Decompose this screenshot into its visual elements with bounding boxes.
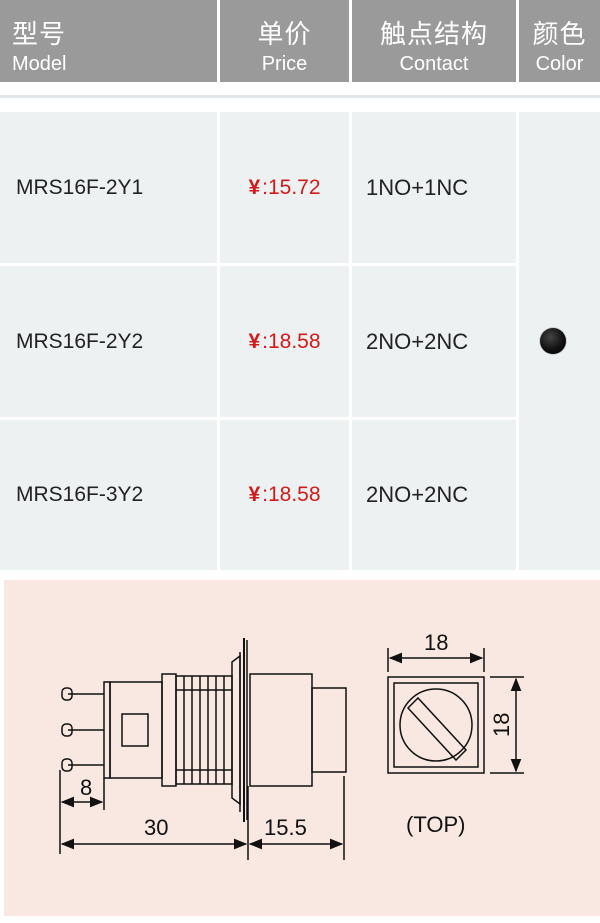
model-cell: MRS16F-3Y2 xyxy=(0,420,217,570)
header-color: 颜色 Color xyxy=(519,0,600,82)
header-price-en: Price xyxy=(261,53,308,75)
contact-cell: 1NO+1NC xyxy=(352,112,516,263)
model-cell: MRS16F-2Y1 xyxy=(0,112,217,263)
product-table: MRS16F-2Y1 ¥ :15.72 1NO+1NC MRS16F-2Y2 ¥… xyxy=(0,112,600,570)
top-view-label: (TOP) xyxy=(406,812,465,837)
table-header: 型号 Model 单价 Price 触点结构 Contact 颜色 Color xyxy=(0,0,600,82)
dim-top-width-label: 18 xyxy=(424,630,448,655)
header-color-en: Color xyxy=(535,53,584,75)
header-color-zh: 颜色 xyxy=(532,19,587,49)
header-model: 型号 Model xyxy=(0,0,217,82)
dim-body-label: 30 xyxy=(144,815,168,840)
price-value: :18.58 xyxy=(262,329,321,353)
color-cell xyxy=(519,112,600,570)
header-contact-en: Contact xyxy=(399,53,469,75)
dim-cap-label: 15.5 xyxy=(264,815,307,840)
header-price: 单价 Price xyxy=(220,0,349,82)
switch-drawing-svg: 8 30 15.5 18 18 (TOP) xyxy=(59,630,524,860)
header-model-en: Model xyxy=(12,53,67,75)
price-value: :18.58 xyxy=(262,483,321,506)
currency-symbol: ¥ xyxy=(248,329,261,353)
price-cell: ¥ :15.72 xyxy=(220,112,349,263)
dim-terminal-label: 8 xyxy=(80,775,92,800)
header-price-zh: 单价 xyxy=(257,19,312,49)
currency-symbol: ¥ xyxy=(248,483,261,506)
price-value: :15.72 xyxy=(262,175,321,199)
header-divider xyxy=(0,95,600,98)
terminal-pins xyxy=(61,681,111,779)
header-model-zh: 型号 xyxy=(12,19,67,49)
dim-top-height-label: 18 xyxy=(489,713,514,737)
header-contact-zh: 触点结构 xyxy=(379,19,488,49)
contact-cell: 2NO+2NC xyxy=(352,420,516,570)
dimension-drawing: 8 30 15.5 18 18 (TOP) xyxy=(4,580,600,916)
model-cell: MRS16F-2Y2 xyxy=(0,266,217,417)
contact-cell: 2NO+2NC xyxy=(352,266,516,417)
currency-symbol: ¥ xyxy=(248,175,261,199)
color-swatch xyxy=(540,328,566,354)
header-contact: 触点结构 Contact xyxy=(352,0,516,82)
price-cell: ¥ :18.58 xyxy=(220,266,349,417)
price-cell: ¥ :18.58 xyxy=(220,420,349,570)
